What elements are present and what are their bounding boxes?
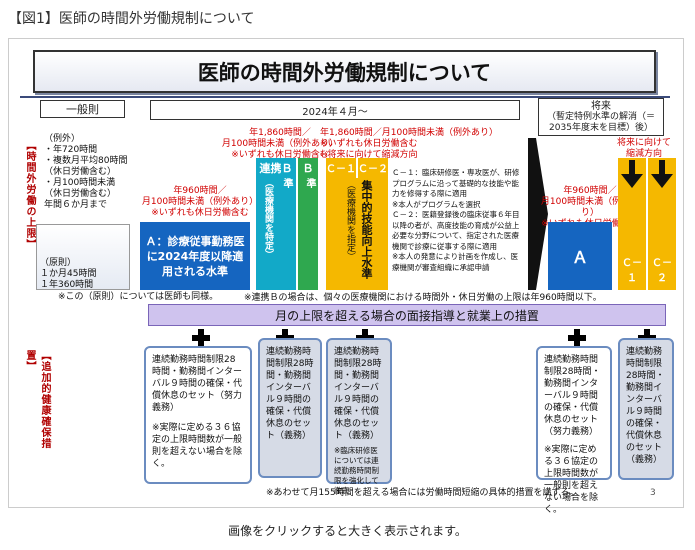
level-c-limit: 年1,860時間／月100時間未満（例外あり） ※いずれも休日労働含む ⇒将来に… — [320, 128, 498, 160]
plus-icon — [568, 329, 586, 347]
level-linked-b-bar — [256, 158, 278, 290]
level-a-block: Ａ：診療従事勤務医に2024年度以降適用される水準 — [140, 222, 250, 290]
level-c-divider — [356, 158, 358, 178]
future-c1-label: Ｃ－１ — [622, 258, 642, 284]
health-measure-box-future-a: 連続勤務時間制限28時間・勤務間インターバル９時間の確保・代償休息のセット（努力… — [536, 346, 612, 515]
slide-title: 医師の時間外労働規制について — [33, 50, 656, 93]
level-linked-b-bar-2 — [278, 158, 296, 290]
future-period-header: 将来 （暫定特例水準の解消（＝2035年度末を目標）後） — [538, 98, 664, 136]
future-c2-arrow-stem — [659, 160, 665, 176]
level-b-bar — [298, 158, 318, 290]
transition-arrow-icon — [528, 138, 548, 290]
level-linked-b-vertical-text: （医療機関を特定） — [263, 178, 273, 259]
bottom-note: ※あわせて月155時間を超える場合には労働時間短縮の具体的措置を講ずる。 — [266, 488, 579, 498]
page-heading: 【図1】医師の時間外労働規制について — [8, 11, 255, 27]
period-2024-header: 2024年４月～ — [150, 100, 520, 120]
future-c1-arrow-stem — [629, 160, 635, 176]
future-c1-down-arrow-icon — [621, 174, 643, 188]
level-a-limit: 年960時間／ 月100時間未満（例外あり） ※いずれも休日労働含む — [141, 186, 259, 218]
plus-icon — [192, 329, 210, 347]
enlarge-caption: 画像をクリックすると大きく表示されます。 — [228, 524, 467, 538]
health-measures-side-label: 【追加的健康確保措置】 — [24, 350, 50, 449]
level-linked-b-label: 連携Ｂ — [259, 162, 293, 175]
upper-limit-side-label: 【時間外労働の上限】 — [24, 140, 35, 250]
level-c-vertical-title: 集中的技能向上水準 — [360, 180, 373, 279]
level-c-vertical-sub: （医療機関を指定） — [345, 180, 355, 261]
general-rule-principle: （原則） １か月45時間 １年360時間 — [40, 258, 97, 290]
linked-b-note: ※連携Ｂの場合は、個々の医療機関における時間外・休日労働の上限は年960時間以下… — [244, 293, 602, 303]
future-level-a-block: Ａ — [548, 222, 612, 290]
future-c-note: 将来に向けて 縮減方向 — [616, 138, 671, 159]
health-measure-box-linked-b: 連続勤務時間制限28時間・勤務間インターバル９時間の確保・代償休息のセット（義務… — [258, 338, 322, 478]
health-measure-box-a: 連続勤務時間制限28時間・勤務間インターバル９時間の確保・代償休息のセット（努力… — [144, 346, 252, 484]
level-b-limit: 年1,860時間／ 月100時間未満（例外あり） ※いずれも休日労働含む — [221, 128, 339, 160]
page-number: 3 — [650, 488, 656, 498]
interview-guidance-banner: 月の上限を超える場合の面接指導と就業上の措置 — [148, 304, 666, 326]
health-measure-box-c: 連続勤務時間制限28時間・勤務間インターバル９時間の確保・代償休息のセット（義務… — [326, 338, 392, 495]
level-c-bar — [326, 158, 388, 290]
future-c2-label: Ｃ－２ — [652, 258, 672, 284]
level-b-vertical-text: 地域医療確保暫定特例水準 — [304, 178, 330, 288]
general-rule-limit-bar — [36, 224, 130, 290]
general-rule-header: 一般則 — [40, 100, 125, 118]
level-c1-label: Ｃ－１ — [326, 164, 356, 175]
divider-line — [20, 96, 670, 98]
general-rule-exceptions: （例外） ・年720時間 ・複数月平均80時間 （休日労働含む） ・月100時間… — [44, 134, 128, 210]
general-rule-note: ※この（原則）については医師も同様。 — [58, 292, 219, 302]
health-measure-box-future-c: 連続勤務時間制限28時間・勤務間インターバル９時間の確保・代償休息のセット（義務… — [618, 338, 674, 480]
level-c-description: Ｃ－１：臨床研修医・専攻医が、研修プログラムに沿って基礎的な技能や能力を修得する… — [392, 168, 520, 272]
level-b-label: Ｂ — [302, 162, 314, 175]
future-c2-down-arrow-icon — [651, 174, 673, 188]
level-c2-label: Ｃ－２ — [358, 164, 388, 175]
